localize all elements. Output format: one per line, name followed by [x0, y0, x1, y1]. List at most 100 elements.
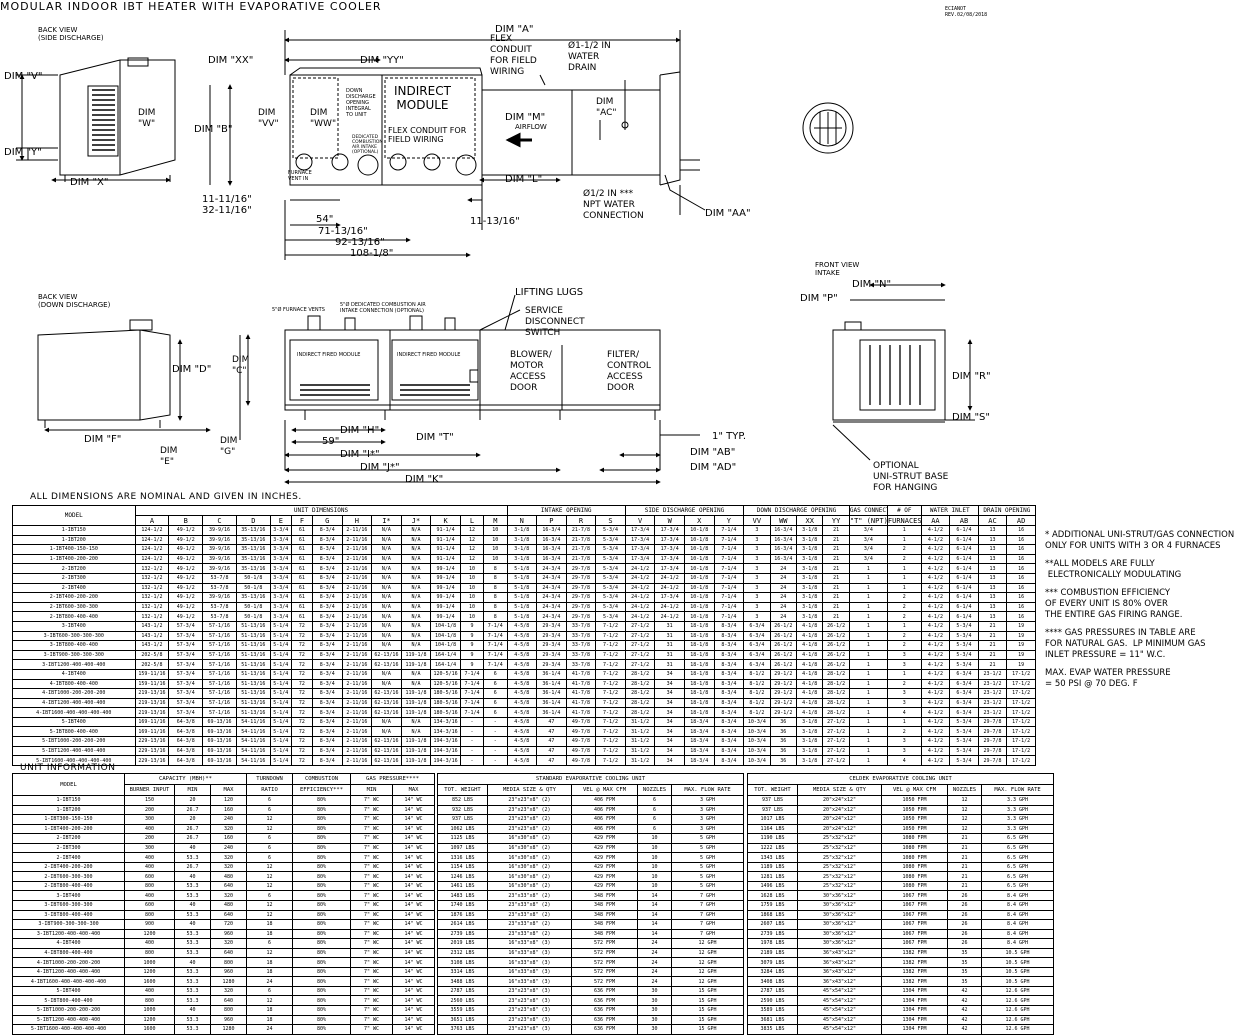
dim-col-header: L [459, 515, 485, 526]
dim-cell: 4-1/2 [920, 755, 951, 766]
info-cell: 6 [246, 852, 294, 863]
dim-cell: 8-3/4 [311, 716, 343, 728]
dim-cell: 2-11/16 [341, 707, 373, 718]
model-cell: 2-IBT800-400-400 [12, 611, 136, 622]
evap-cell: 10.5 GPH [980, 957, 1055, 968]
dim-cell: 69-13/16 [202, 736, 237, 747]
dim-cell: 62-13/16 [371, 659, 402, 670]
dim-cell: 4-1/2 [920, 601, 951, 613]
dim-cell: 57-3/4 [168, 659, 204, 670]
dim-cell: 62-13/16 [371, 755, 402, 766]
dim-cell: 5-3/4 [949, 649, 979, 661]
dim-cell: 33-7/8 [565, 620, 597, 632]
evap-cell: 2590 LBS [747, 995, 798, 1007]
dim-cell: 143-1/2 [134, 630, 170, 642]
evap-col-header: TOT. WEIGHT [437, 784, 488, 796]
info-cell: 6 [246, 985, 294, 997]
dim-cell: 5-1/4 [269, 726, 292, 738]
dim-cell: 53-7/8 [202, 582, 237, 594]
note-water-pressure: MAX. EVAP WATER PRESSURE = 50 PSI @ 70 D… [1045, 668, 1171, 689]
info-cell: 320 [209, 861, 248, 873]
dim-cell: 4-1/8 [795, 678, 824, 690]
info-cell: 80% [292, 976, 352, 987]
dim-cell: 54-11/16 [235, 745, 271, 757]
evap-col-header: NOZZLES [947, 784, 982, 796]
info-cell: 12 [246, 823, 294, 835]
dim-cell: 2-11/16 [341, 525, 373, 536]
dim-cell: 3-1/8 [795, 755, 824, 766]
flex-conduit-label: FLEX CONDUIT FOR FIELD WIRING [490, 34, 537, 77]
evap-cell: 348 FPM [571, 928, 638, 940]
dim-cell: 4-1/8 [795, 649, 824, 661]
evap-cell: 1382 FPM [881, 976, 948, 987]
dim-cell: 69-13/16 [202, 726, 237, 738]
dim-cell: 4-1/2 [920, 563, 951, 574]
dim-cell: 8 [483, 611, 508, 622]
dim-cell: 35-13/16 [235, 592, 271, 603]
dim-cell: 72 [290, 659, 313, 670]
dim-cell: 23-1/2 [977, 668, 1008, 680]
dim-cell: 4-5/8 [506, 688, 538, 699]
dim-cell: 27-1/2 [822, 755, 850, 766]
dim-cell: 119-1/8 [400, 688, 432, 699]
dim-cell: 51-13/16 [235, 649, 271, 661]
dim-cell: 7-1/4 [713, 534, 745, 546]
dim-cell: 17-1/2 [1006, 716, 1036, 728]
info-cell: 6 [246, 804, 294, 816]
info-cell: 12 [246, 947, 294, 959]
dim-cell: 49-1/2 [168, 582, 204, 594]
info-cell: 14" WC [392, 957, 436, 968]
dim-cell: 49-1/2 [168, 611, 204, 622]
dim-cell: 36-1/4 [536, 678, 567, 690]
dim-cell: 24 [769, 601, 798, 613]
dim-cell: 57-3/4 [168, 668, 204, 680]
dim-cell: 143-1/2 [134, 640, 170, 651]
info-cell: 7" WC [350, 909, 394, 921]
dim-cell: 49-1/2 [168, 572, 204, 584]
dim-cell: 4-1/8 [795, 640, 824, 651]
dim-cell: 119-1/8 [400, 659, 432, 670]
dim-cell: - [459, 716, 485, 728]
evap-cell: 1461 LBS [437, 880, 488, 892]
dim-cell: 7-1/2 [595, 697, 626, 709]
dim-cell: 5-1/4 [269, 755, 292, 766]
dim-cell: N/A [400, 534, 432, 546]
dim-cell: 36-1/4 [536, 668, 567, 680]
dim-col-header: AD [1006, 515, 1036, 526]
dim-cell: 4-1/8 [795, 620, 824, 632]
dim-cell: 13 [977, 572, 1008, 584]
dim-cell: 2-11/16 [341, 630, 373, 642]
info-cell: 400 [124, 938, 175, 949]
dim-cell: 2-11/16 [341, 668, 373, 680]
evap-cell: 1246 LBS [437, 871, 488, 882]
dim-cell: 51-13/16 [235, 697, 271, 709]
dim-cell: 3 [886, 649, 922, 661]
dim-cell: 4-1/2 [920, 659, 951, 670]
dim-cell: 7-1/2 [595, 745, 626, 757]
dim-cell: 54-11/16 [235, 716, 271, 728]
celdek-group-header: CELDEK EVAPORATIVE COOLING UNIT [746, 773, 1055, 785]
dim-cell: 6-3/4 [949, 697, 979, 709]
dim-cell: - [459, 726, 485, 738]
dim-cell: 7-1/4 [713, 563, 745, 574]
dim-cell: 28-1/2 [624, 668, 656, 680]
dim-cell: 57-3/4 [168, 697, 204, 709]
back-view-side-label: BACK VIEW (SIDE DISCHARGE) [38, 26, 104, 42]
unit-dimensions-table: MODEL UNIT DIMENSIONS INTAKE OPENING SID… [12, 505, 1037, 766]
dim-n-label: DIM "N" [852, 279, 892, 290]
dim-cell: 10-1/8 [683, 553, 715, 565]
dim-yy-label: DIM "YY" [360, 55, 404, 66]
dim-cell: N/A [400, 726, 432, 738]
dim-cell: 10 [459, 592, 485, 603]
airflow-label: AIRFLOW [515, 123, 547, 131]
info-cell: 7" WC [350, 976, 394, 987]
info-cell: 53.3 [174, 880, 211, 892]
info-cell: 1000 [124, 957, 175, 968]
